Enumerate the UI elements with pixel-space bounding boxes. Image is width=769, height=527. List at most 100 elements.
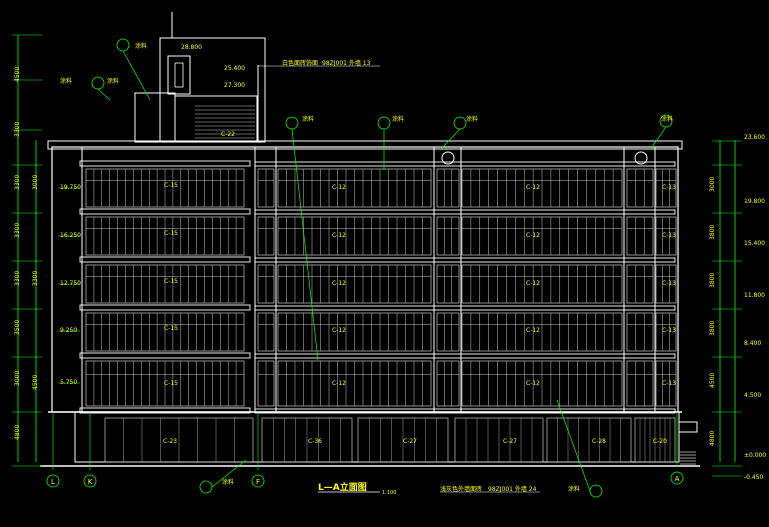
callout-leader	[97, 88, 111, 101]
floor-band	[79, 304, 251, 311]
note-bottom-ref: 98ZJ001 外墙 24	[488, 485, 537, 493]
callout-leader	[556, 399, 591, 492]
floor-band	[79, 208, 251, 215]
note-top: 白色面砖饰面	[282, 59, 318, 67]
dim-left: 4800	[14, 425, 21, 440]
tag-c12: C-12	[332, 280, 346, 287]
elev-right: 4.500	[744, 392, 761, 399]
side-canopy	[678, 421, 698, 433]
material-note: 涂料	[392, 115, 404, 123]
tag-c12: C-12	[332, 327, 346, 334]
tag-c12: C-12	[332, 184, 346, 191]
tag-c13: C-13	[662, 327, 676, 334]
floor-band	[79, 160, 251, 167]
elev-right: 15.400	[744, 240, 765, 247]
dim-left: 3300	[14, 175, 21, 190]
note-top-ref: 98ZJ001 外墙 13	[322, 59, 371, 67]
axis-bubble	[670, 471, 684, 485]
dim-right: 4800	[709, 431, 716, 446]
tag-c13: C-13	[662, 232, 676, 239]
window-frame	[626, 264, 654, 304]
window-frame	[626, 312, 654, 352]
tower-window-inner	[174, 62, 184, 88]
ornament	[634, 151, 648, 165]
tag-c20: C-20	[653, 438, 667, 445]
material-note: 涂料	[135, 42, 147, 50]
window-frame	[626, 168, 654, 208]
window-frame	[436, 168, 460, 208]
elev-left: 9.250	[60, 327, 77, 334]
callout-leader	[291, 128, 319, 361]
tag-c15: C-15	[164, 278, 178, 285]
dim-left: 3300	[14, 122, 21, 137]
dim-left: 4500	[32, 375, 39, 390]
material-note: 涂料	[466, 115, 478, 123]
tag-c13: C-13	[662, 380, 676, 387]
ornament	[441, 151, 455, 165]
left-dimension-numbers: 4500 3300 3300 3300 3300 3500 3000 4800 …	[14, 67, 39, 440]
tag-c15: C-15	[164, 380, 178, 387]
tag-c12: C-12	[526, 232, 540, 239]
material-note: 涂料	[222, 478, 234, 486]
dim-left: 3000	[32, 175, 39, 190]
elev-right: 11.800	[744, 292, 765, 299]
dim-left: 3500	[14, 320, 21, 335]
callout-leader	[439, 128, 461, 151]
axis-bubble	[251, 474, 265, 488]
dim-left: 3300	[14, 271, 21, 286]
tower-window	[167, 55, 191, 95]
dim-right: 3800	[709, 321, 716, 336]
building-outline	[40, 12, 700, 467]
dim-right: 3800	[709, 273, 716, 288]
tag-c36: C-36	[308, 438, 322, 445]
material-note: 涂料	[661, 115, 673, 123]
left-elevation-labels: 19.750 16.250 12.750 9.250 5.750	[60, 184, 81, 386]
floor-band	[79, 352, 251, 359]
tag-c13: C-13	[662, 184, 676, 191]
callout-leaders	[46, 38, 684, 498]
floor-band	[79, 407, 251, 414]
elev-left: 19.750	[60, 184, 81, 191]
window-tags: C-15 C-15 C-15 C-15 C-15 C-12 C-12 C-12 …	[163, 131, 676, 445]
axis-label-k: K	[88, 478, 93, 486]
axis-bubble	[83, 474, 97, 488]
tag-c27: C-27	[403, 438, 417, 445]
window-frame	[436, 312, 460, 352]
elev-left: 12.750	[60, 280, 81, 287]
tag-c27: C-27	[503, 438, 517, 445]
window-frame	[626, 216, 654, 256]
elev-left: 5.750	[60, 379, 77, 386]
drawing-scale: 1:100	[382, 490, 396, 496]
tag-c12: C-12	[332, 380, 346, 387]
window-frame	[655, 216, 677, 256]
tag-c12: C-12	[526, 327, 540, 334]
elev-right: -0.450	[744, 474, 764, 481]
note-bottom: 浅灰色外墙面砖	[440, 485, 482, 493]
right-dimension-numbers: 3000 3800 3800 3800 4500 4800	[709, 177, 716, 446]
dim-left: 3300	[14, 223, 21, 238]
axis-label-a: A	[675, 475, 680, 483]
dim-left: 3300	[32, 271, 39, 286]
material-note: 涂料	[302, 115, 314, 123]
window-frame	[436, 360, 460, 407]
tag-c15: C-15	[164, 230, 178, 237]
tag-c12: C-12	[526, 280, 540, 287]
axis-bubble	[46, 474, 60, 488]
elev-right: 19.800	[744, 198, 765, 205]
callout-leader	[211, 459, 247, 488]
window-frame	[655, 360, 677, 407]
elev-right: 8.400	[744, 340, 761, 347]
floor-band	[79, 256, 251, 263]
dim-left: 3000	[14, 371, 21, 386]
dim-right: 4500	[709, 373, 716, 388]
window-grid	[85, 168, 677, 463]
dimension-lines	[12, 34, 742, 477]
material-note: 涂料	[568, 485, 580, 493]
parapet	[47, 140, 683, 150]
dim-left: 4500	[14, 67, 21, 82]
drawing-title: L—A立面图	[318, 481, 367, 493]
elev-right: 23.600	[744, 134, 765, 141]
axis-label-l: L	[51, 478, 55, 486]
